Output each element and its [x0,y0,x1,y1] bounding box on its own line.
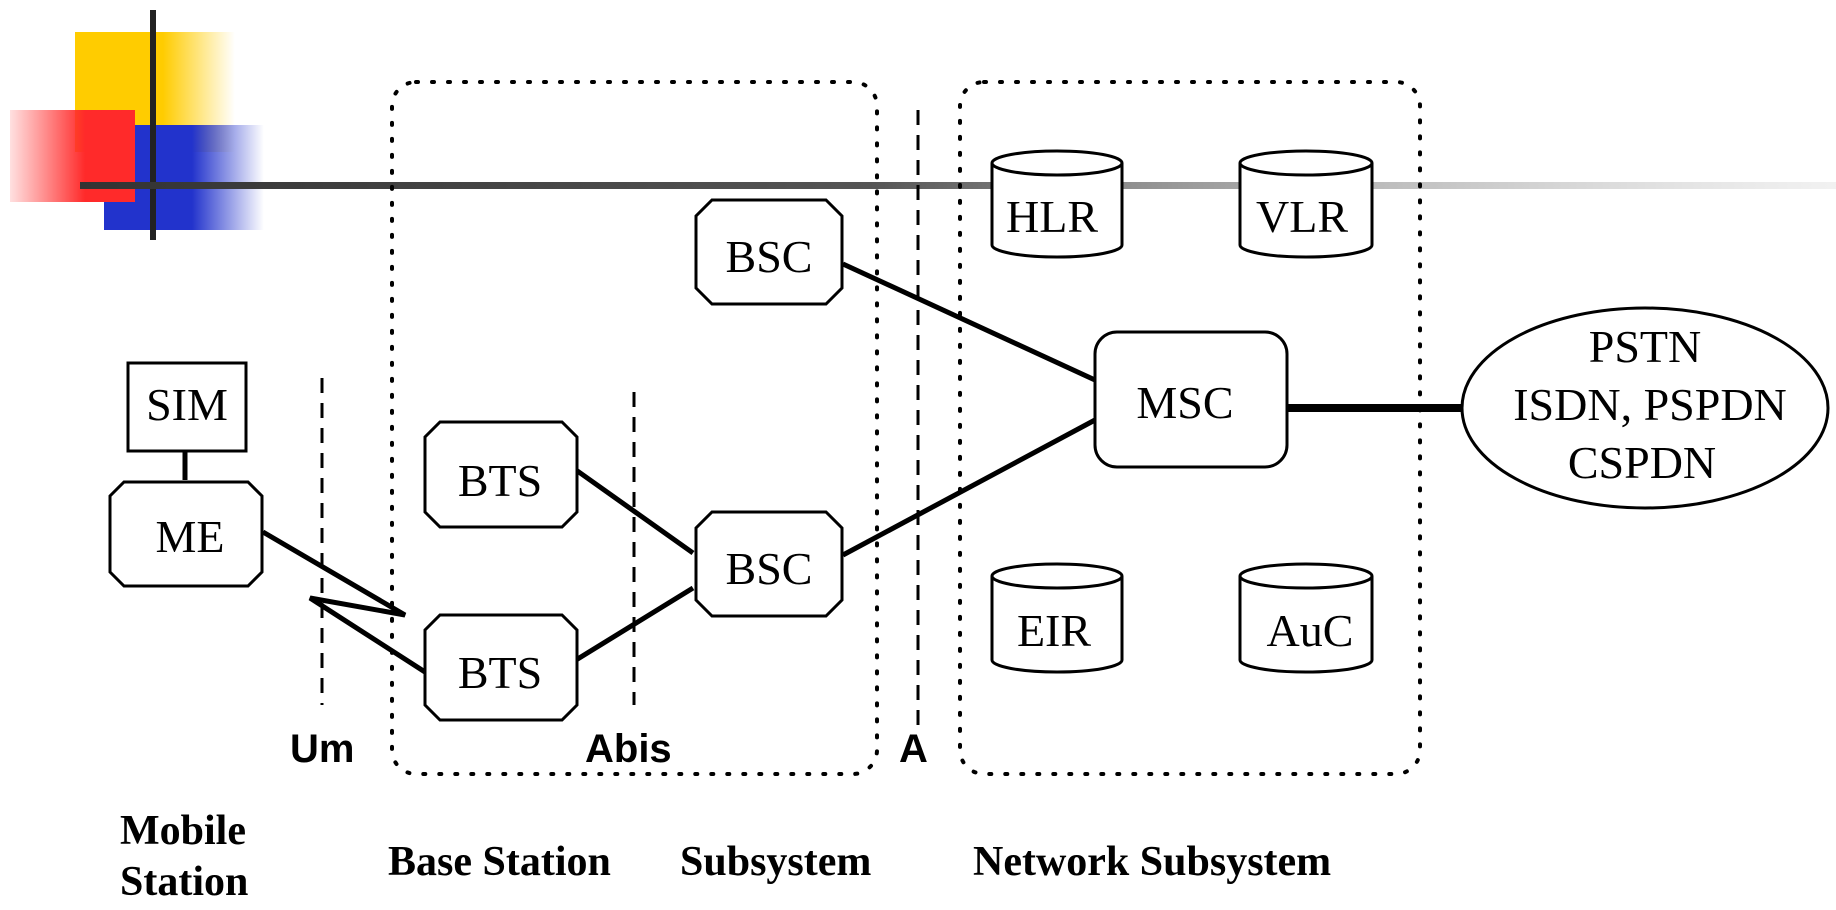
radio-link [261,529,427,675]
me-node: ME [108,480,264,588]
connections [182,261,1462,675]
bsc-top-node: BSC [694,198,844,306]
me-label: ME [156,511,225,562]
bts-top-node: BTS [423,420,579,529]
corner-decoration [10,10,1836,240]
mobile-station-label-line1: Mobile [120,808,246,854]
bts-bottom-label: BTS [458,647,542,698]
isdn-pspdn-label: ISDN, PSPDN [1513,379,1787,430]
bts-bottom-bsc-link [574,585,695,663]
hlr-database: HLR [990,149,1124,259]
external-networks-node: PSTN ISDN, PSPDN CSPDN [1460,306,1830,510]
vlr-label: VLR [1256,191,1348,242]
bts-bottom-node: BTS [423,613,579,722]
sim-node: SIM [126,361,248,453]
msc-node: MSC [1093,330,1289,469]
vlr-database: VLR [1238,149,1374,259]
um-label: Um [290,727,354,771]
auc-database: AuC [1238,562,1374,674]
bsc-bottom-msc-link [841,417,1097,558]
eir-label: EIR [1017,605,1091,656]
abis-label: Abis [585,727,672,771]
bss-label-part1: Base Station [388,839,611,885]
pstn-label: PSTN [1589,321,1701,372]
msc-label: MSC [1136,377,1233,428]
nss-boundary [958,80,1422,776]
sim-label: SIM [146,379,228,430]
nss-label: Network Subsystem [973,839,1331,885]
bss-label-part2: Subsystem [680,839,871,885]
bsc-top-label: BSC [726,231,813,282]
bts-top-bsc-link [574,467,695,556]
auc-label: AuC [1267,605,1354,656]
bsc-bottom-node: BSC [694,510,844,618]
bts-top-label: BTS [458,455,542,506]
eir-database: EIR [990,562,1124,674]
mobile-station-label-line2: Station [120,859,248,905]
cspdn-label: CSPDN [1568,437,1716,488]
bss-boundary [390,80,879,776]
bsc-bottom-label: BSC [726,543,813,594]
a-label: A [899,727,928,771]
bsc-top-msc-link [841,261,1097,383]
hlr-label: HLR [1006,191,1098,242]
vertical-bar [150,10,156,240]
